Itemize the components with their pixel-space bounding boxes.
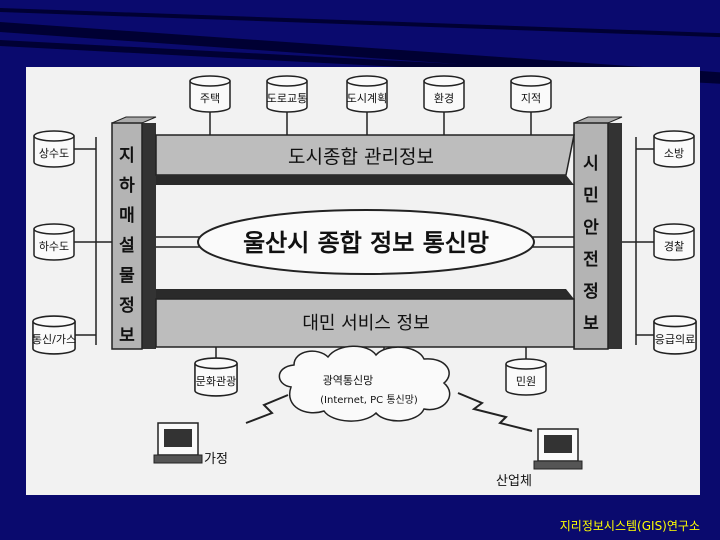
center-connectors	[156, 236, 574, 248]
db-label-urban-planning: 도시계획	[347, 92, 387, 105]
cloud-title: 광역통신망	[323, 374, 374, 387]
left-pillar-char: 물	[119, 266, 135, 286]
db-label-water-supply: 상수도	[39, 147, 69, 160]
left-pillar-char: 매	[119, 206, 135, 226]
right-pillar-char: 안	[583, 218, 599, 238]
db-label-fire: 소방	[664, 147, 684, 160]
top-connectors	[209, 112, 532, 135]
citizen-safety-pillar	[573, 116, 623, 350]
right-pillar-char: 정	[583, 282, 599, 302]
right-pillar-char: 민	[583, 186, 599, 206]
right-pillar-char: 전	[583, 250, 599, 270]
db-label-culture-tourism: 문화관광	[196, 375, 236, 388]
left-pillar-char: 보	[119, 326, 135, 346]
urban-management-label: 도시종합 관리정보	[288, 146, 434, 168]
db-label-cadastral: 지적	[521, 92, 541, 105]
network-hub-ellipse	[197, 209, 535, 275]
db-label-environment: 환경	[434, 92, 454, 105]
industry-terminal	[533, 428, 583, 470]
db-label-housing: 주택	[200, 92, 220, 105]
cloud-subtitle: (Internet, PC 통신망)	[320, 394, 418, 406]
wide-area-network-cloud	[278, 345, 451, 422]
underground-facility-pillar	[111, 116, 157, 350]
civil-service-bar	[155, 289, 575, 348]
left-pillar-char: 설	[119, 236, 135, 256]
industry-label: 산업체	[496, 474, 532, 489]
network-hub-label: 울산시 종합 정보 통신망	[243, 229, 489, 257]
db-label-road-traffic: 도로교통	[267, 92, 307, 105]
footer-caption: 지리정보시스템(GIS)연구소	[559, 519, 700, 533]
right-pillar-char: 시	[583, 154, 599, 174]
db-label-civil-affairs: 민원	[516, 375, 536, 388]
left-pillar-char: 하	[119, 176, 135, 196]
urban-management-bar	[155, 134, 575, 185]
right-pillar-char: 보	[583, 314, 599, 334]
db-label-emergency-medical: 응급의료	[655, 333, 695, 346]
home-terminal	[153, 422, 203, 464]
left-pillar-char: 지	[119, 146, 135, 166]
db-label-police: 경찰	[664, 240, 684, 253]
civil-service-label: 대민 서비스 정보	[302, 313, 429, 334]
left-pillar-char: 정	[119, 296, 135, 316]
wireless-links	[245, 392, 533, 432]
diagram-panel: 주택 도로교통 도시계획 환경 지적 상수도 하수도 통신/가스 소방 경찰 응…	[26, 67, 700, 495]
network-diagram: 주택 도로교통 도시계획 환경 지적 상수도 하수도 통신/가스 소방 경찰 응…	[32, 75, 697, 489]
db-label-telecom-gas: 통신/가스	[32, 333, 76, 346]
db-label-sewerage: 하수도	[39, 239, 69, 253]
right-connectors	[616, 137, 654, 345]
home-label: 가정	[204, 452, 228, 467]
